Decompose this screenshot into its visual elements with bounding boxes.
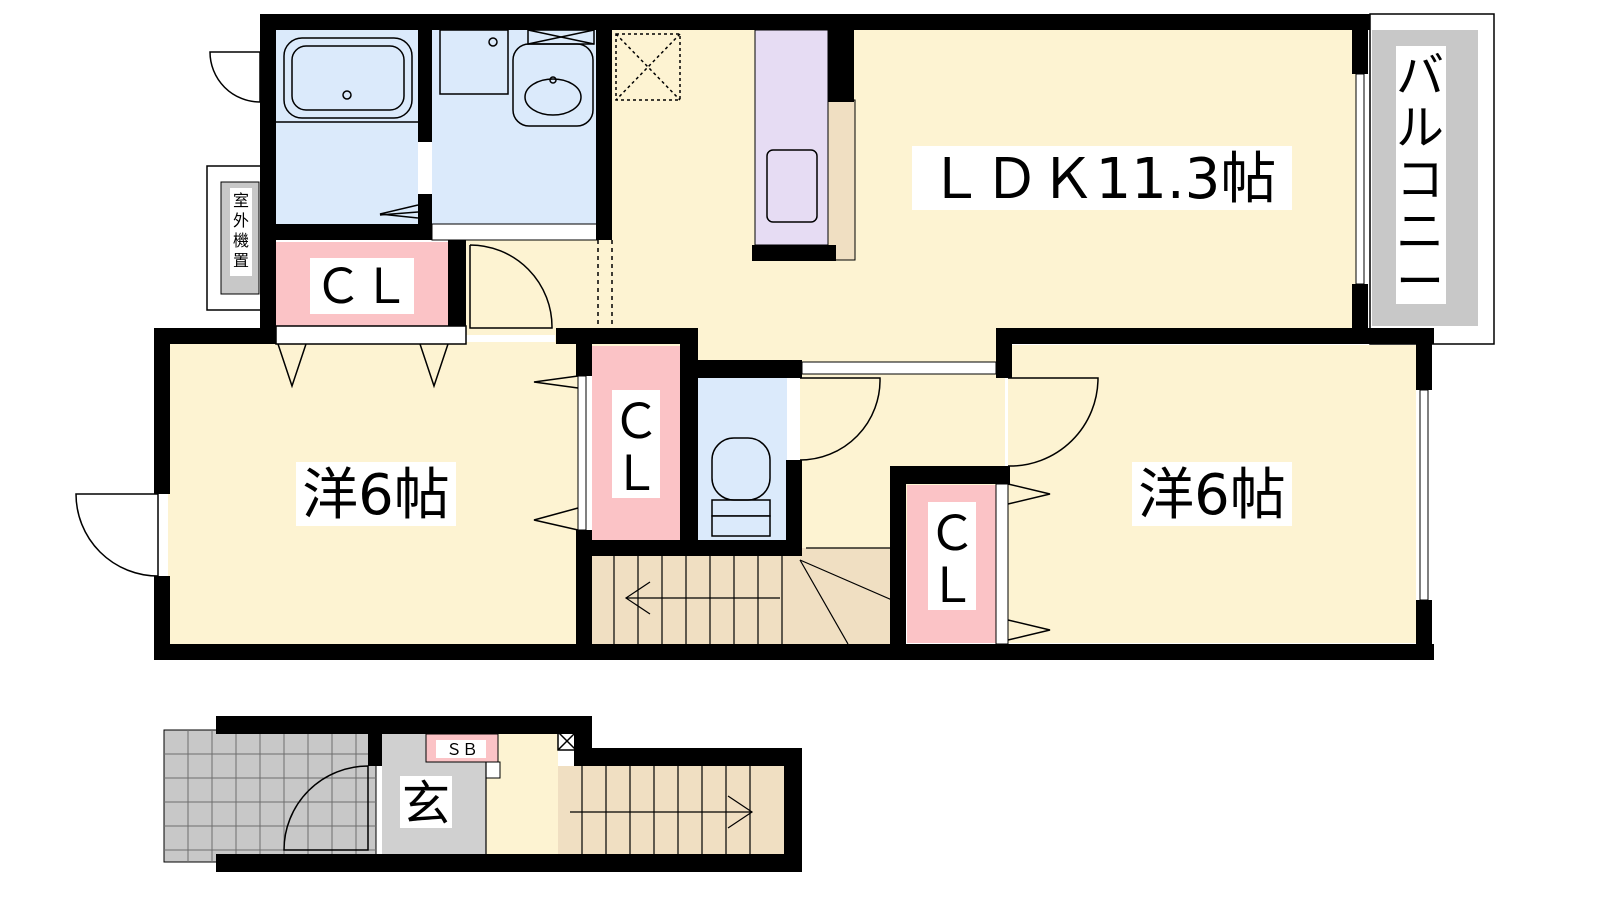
bathtub-icon bbox=[283, 37, 413, 119]
washroom-floor bbox=[432, 30, 598, 230]
western-room-left-label: 洋6帖 bbox=[302, 463, 450, 528]
door-swing-hall bbox=[469, 244, 553, 329]
bathroom-floor bbox=[276, 30, 418, 225]
fixtures bbox=[276, 29, 771, 537]
door-swing-left-room bbox=[75, 493, 159, 577]
balcony-label-5: ー bbox=[1396, 254, 1444, 310]
doors bbox=[75, 51, 1099, 641]
balcony-label-1: バ bbox=[1396, 48, 1444, 104]
door-swing-right-room bbox=[1007, 377, 1099, 467]
closet-center-label-l: Ｌ bbox=[612, 446, 660, 502]
outdoor-unit-label-4: 置 bbox=[233, 251, 249, 270]
closet-top-label: ＣＬ bbox=[314, 259, 410, 315]
closet-right-label-c: Ｃ bbox=[928, 506, 976, 562]
balcony-label-2: ル bbox=[1396, 100, 1444, 156]
kitchen-side-counter bbox=[827, 99, 856, 261]
shoebox-label: ＳＢ bbox=[446, 740, 478, 759]
closet-right-label-l: Ｌ bbox=[928, 558, 976, 614]
ldk-label: ＬＤＫ11.3帖 bbox=[928, 147, 1277, 212]
walls bbox=[154, 14, 1434, 660]
hall-floor-top bbox=[465, 240, 615, 335]
door-swing-entrance bbox=[283, 765, 369, 851]
western-room-right-label: 洋6帖 bbox=[1138, 463, 1286, 528]
door-swing-bath-exterior bbox=[209, 51, 261, 103]
stairs-lines bbox=[613, 547, 893, 645]
genkan-label: 玄 bbox=[402, 776, 450, 832]
balcony-label-4: ニ bbox=[1396, 204, 1444, 260]
porch-tiles bbox=[163, 729, 377, 863]
storage-box-icon bbox=[615, 33, 681, 101]
closet-center-label-c: Ｃ bbox=[612, 394, 660, 450]
door-swing-toilet bbox=[799, 377, 881, 461]
labels: ＬＤＫ11.3帖 洋6帖 洋6帖 ＣＬ Ｃ Ｌ Ｃ Ｌ バ ル コ ニ ー 室 … bbox=[230, 46, 1446, 832]
outdoor-unit-label-3: 機 bbox=[233, 231, 249, 250]
sink-icon bbox=[766, 149, 818, 223]
entrance-floor bbox=[163, 716, 802, 872]
stairs-lower bbox=[558, 766, 784, 854]
outdoor-unit-label-2: 外 bbox=[233, 211, 249, 230]
balcony-label-3: コ bbox=[1396, 152, 1444, 208]
outdoor-unit-label-1: 室 bbox=[233, 191, 249, 210]
stairs-upper bbox=[592, 548, 892, 644]
